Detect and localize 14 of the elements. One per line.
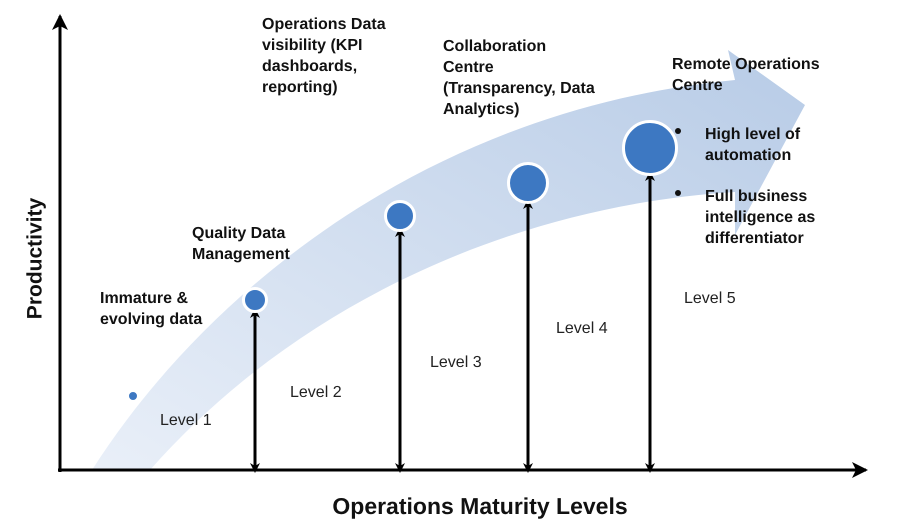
stage-description: Immature & evolving data — [100, 289, 204, 330]
stage-description: Remote Operations Centre — [672, 55, 821, 96]
axis-title: Operations Maturity Levels — [331, 496, 629, 517]
bullet-text: High level of automation — [705, 125, 802, 166]
level-label: Level 1 — [160, 411, 213, 431]
level-label: Level 5 — [684, 289, 737, 309]
level-label: Level 4 — [556, 319, 609, 339]
stage-description: Operations Data visibility (KPI dashboards, reporting) — [262, 15, 387, 98]
level-label: Level 3 — [430, 353, 483, 373]
stage-description: Collaboration Centre (Transparency, Data Analytics) — [443, 37, 596, 120]
level-label: Level 2 — [290, 383, 343, 403]
stage-description: Quality Data Management — [192, 224, 291, 265]
axis-title: Productivity — [24, 196, 46, 322]
bullet-text: Full business intelligence as differentiator — [705, 187, 816, 249]
